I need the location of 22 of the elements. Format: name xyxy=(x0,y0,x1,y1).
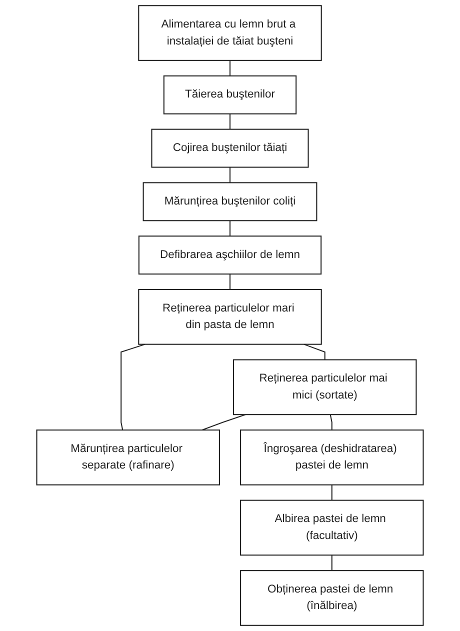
node-box: Reținerea particulelor mai mici (sortate) xyxy=(232,359,417,416)
connector xyxy=(120,344,146,430)
connector xyxy=(229,167,231,183)
connector xyxy=(304,344,326,360)
connector xyxy=(229,220,231,236)
node-box: Tăierea buştenilor xyxy=(163,75,297,114)
connector xyxy=(331,555,332,571)
connector xyxy=(330,414,332,430)
node-box: Defibrarea aşchiilor de lemn xyxy=(138,236,322,275)
connector xyxy=(229,274,231,290)
node-box: Mărunțirea buştenilor coliți xyxy=(142,182,318,222)
node-box: Obținerea pastei de lemn (înălbirea) xyxy=(240,570,424,626)
node-box: Mărunțirea particulelor separate (rafinare) xyxy=(36,430,220,486)
node-box: Alimentarea cu lemn brut a instalației de tăiat buşteni xyxy=(138,5,322,61)
connector xyxy=(229,114,231,130)
connector xyxy=(331,484,332,500)
connector xyxy=(202,414,246,431)
node-box: Îngroşarea (deshidratarea) pastei de lemn xyxy=(240,430,424,486)
node-box: Reținerea particulelor mari din pasta de lemn xyxy=(138,288,322,345)
connector xyxy=(229,60,231,76)
node-box: Cojirea buştenilor tăiați xyxy=(151,128,309,168)
node-box: Albirea pastei de lemn (facultativ) xyxy=(240,500,424,556)
